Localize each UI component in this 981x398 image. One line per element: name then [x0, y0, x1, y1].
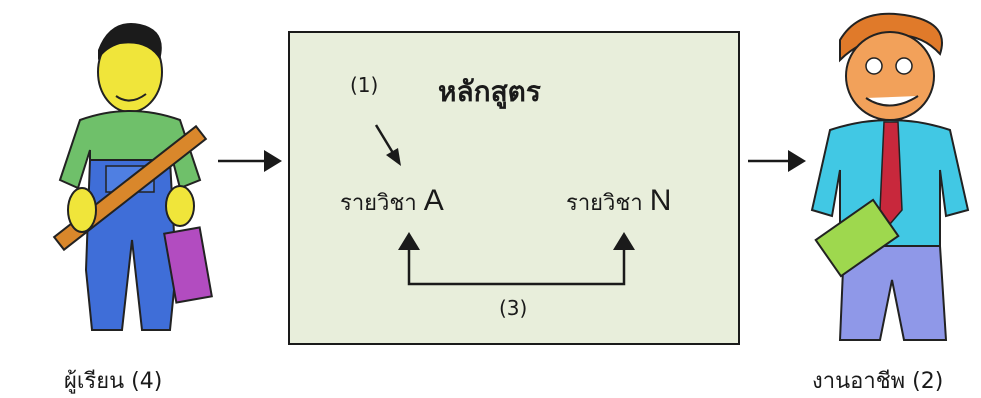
- curriculum-title: หลักสูตร: [438, 75, 541, 108]
- arrow-student-to-curriculum: [218, 150, 282, 172]
- subject-n-prefix: รายวิชา: [566, 191, 643, 216]
- subject-a: รายวิชา A: [340, 184, 444, 220]
- student-illustration: [20, 10, 238, 345]
- worker-illustration: [800, 10, 976, 345]
- arrow-1: [374, 124, 401, 166]
- subject-n-letter: N: [649, 184, 672, 217]
- label-3: (3): [499, 296, 528, 320]
- curriculum-box: [288, 31, 740, 345]
- subject-a-letter: A: [423, 184, 444, 217]
- career-caption: งานอาชีพ (2): [812, 369, 944, 394]
- arrow-curriculum-to-career: [748, 150, 806, 172]
- subject-a-prefix: รายวิชา: [340, 191, 417, 216]
- learner-caption: ผู้เรียน (4): [64, 369, 163, 394]
- loop-connector-3: [398, 232, 635, 286]
- subject-n: รายวิชา N: [566, 184, 671, 220]
- label-1: (1): [350, 73, 379, 97]
